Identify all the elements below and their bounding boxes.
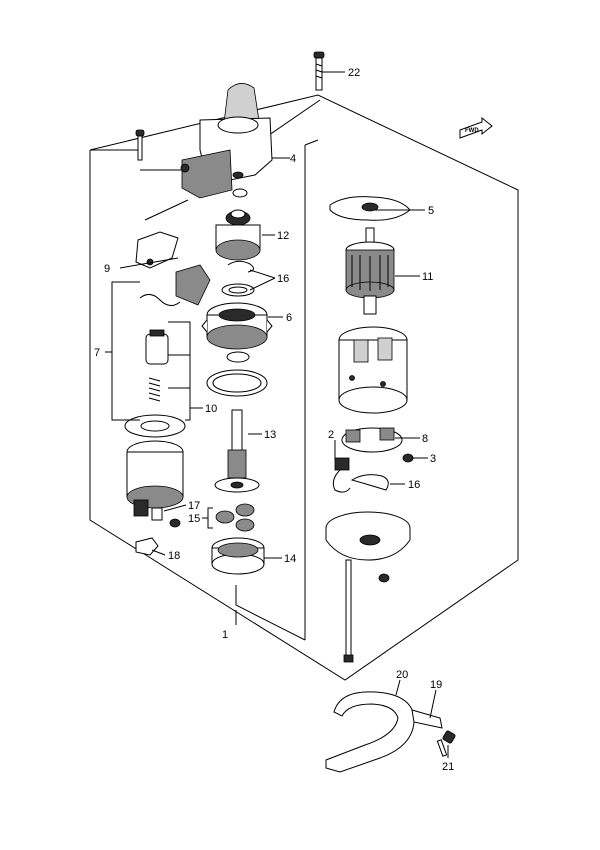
callout-6: 6 [286,312,292,324]
motor-yoke-part [338,326,408,414]
screw-part-3 [402,453,414,463]
callout-16-lower: 16 [408,479,420,491]
o-ring-part [232,188,248,198]
callout-21: 21 [442,761,454,773]
gasket-part [206,369,268,397]
assembly-frame [89,94,519,681]
callout-16-top: 16 [277,273,289,285]
armature-part-11 [345,227,395,315]
callout-4: 4 [290,153,296,165]
solenoid-body-part [126,440,184,517]
fwd-arrow-icon: FWD [459,116,493,139]
plunger-group-part-7 [139,264,211,402]
plate-part-10 [124,414,186,438]
callout-8: 8 [422,433,428,445]
callout-9: 9 [104,263,110,275]
callout-13: 13 [264,429,276,441]
shift-lever-part-9 [135,231,179,269]
pinion-gear-part-12 [215,209,261,261]
band-bracket-part-20 [325,691,415,773]
brush-holder-part-8 [332,427,403,493]
callout-12: 12 [277,230,289,242]
callout-labels: 22 4 5 12 9 11 16 6 7 10 2 13 8 3 16 17 … [94,67,454,773]
bolt-part-small [135,129,145,161]
end-plate-part-5 [329,196,411,221]
clip-part-18 [135,537,159,556]
callout-3: 3 [430,453,436,465]
drive-shaft-part-13 [214,409,260,493]
callout-19: 19 [430,679,442,691]
callout-15: 15 [188,513,200,525]
leader-lines [105,71,449,758]
washer-part-16-lower [350,474,389,491]
small-screw-part [378,573,390,583]
bolt-part-21 [436,730,456,757]
solenoid-housing-part-4 [180,83,273,199]
ring-gear-part-14 [211,537,265,575]
circlip-part-16-top [221,260,255,297]
strap-part-19 [411,709,443,729]
fwd-label: FWD [465,128,479,134]
through-bolt-part [343,559,354,663]
callout-17: 17 [188,500,200,512]
gear-housing-part-6 [201,302,273,350]
terminal-nut-part-17 [151,507,181,528]
washer-part [226,351,250,363]
callout-20: 20 [396,669,408,681]
callout-11: 11 [422,271,433,283]
end-cap-part [325,511,411,561]
planet-gears-part-15 [215,503,255,532]
callout-7: 7 [94,347,100,359]
callout-10: 10 [205,403,217,415]
callout-22: 22 [348,67,360,79]
callout-18: 18 [168,550,180,562]
bolt-part-22 [313,51,325,91]
callout-2: 2 [328,429,334,441]
callout-5: 5 [428,205,434,217]
callout-14: 14 [284,553,296,565]
callout-1: 1 [222,629,228,641]
